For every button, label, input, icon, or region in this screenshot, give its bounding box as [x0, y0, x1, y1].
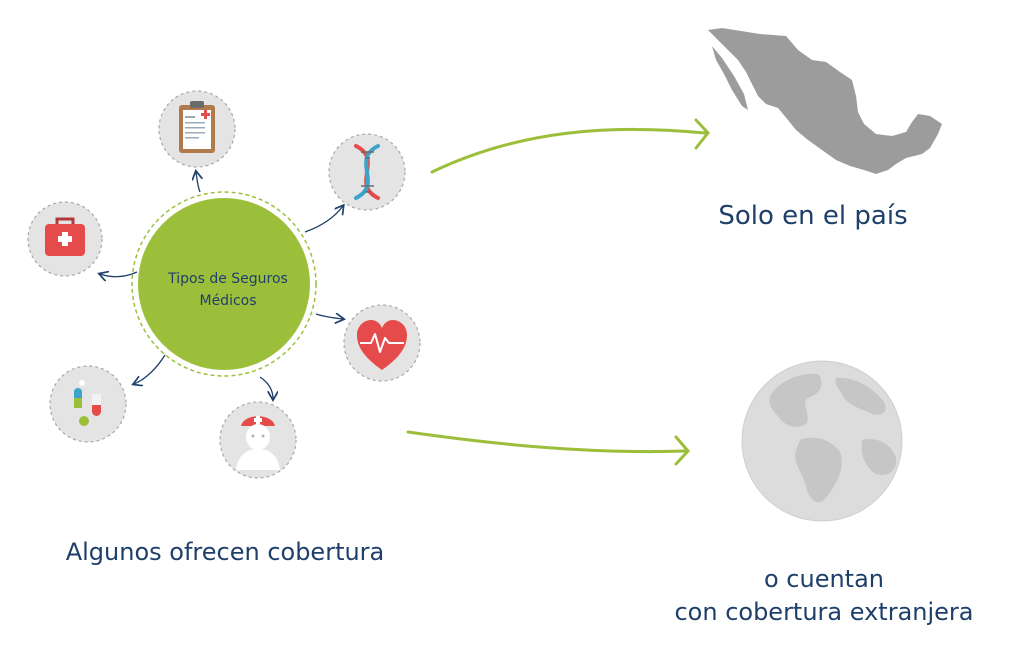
clipboard-icon — [158, 90, 236, 168]
center-ring — [131, 191, 317, 377]
arrow-to-dna — [304, 206, 343, 233]
center-label-line2: Médicos — [199, 293, 257, 309]
cuentan-label-line1: o cuentan — [764, 565, 884, 593]
pills-icon — [49, 365, 127, 443]
dna-icon — [328, 133, 406, 211]
arrow-to-heart — [315, 314, 343, 319]
arrow-to-clipboard — [196, 172, 200, 193]
big-arrows — [406, 118, 710, 466]
center-circle — [138, 198, 310, 370]
cuentan-label-line2: con cobertura extranjera — [674, 598, 973, 626]
nurse-icon — [219, 401, 297, 479]
solo-pais-label: Solo en el país — [718, 201, 907, 231]
arrow-head-map — [694, 118, 710, 150]
arrow-to-nurse — [259, 376, 273, 399]
connector-arrows — [100, 172, 343, 399]
arrow-to-globe — [406, 430, 688, 454]
first-aid-kit-icon — [27, 201, 103, 277]
arrow-to-map — [430, 127, 707, 174]
arrow-head-globe — [674, 435, 691, 466]
algunos-label: Algunos ofrecen cobertura — [66, 538, 385, 566]
mexico-map-icon — [708, 28, 942, 174]
center-label: Tipos de Seguros Médicos — [148, 268, 308, 312]
arrow-to-kit — [100, 272, 138, 277]
heartbeat-icon — [343, 304, 421, 382]
arrow-to-pills — [134, 354, 166, 384]
globe-icon — [741, 360, 903, 522]
center-label-line1: Tipos de Seguros — [168, 271, 288, 287]
